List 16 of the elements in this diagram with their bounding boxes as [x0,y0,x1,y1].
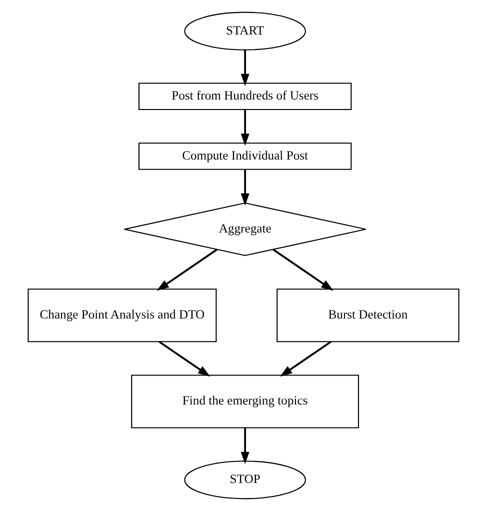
node-ellipse: START [184,12,306,50]
arrow [156,248,218,291]
node-ellipse: STOP [184,460,306,500]
arrow [240,50,250,86]
arrow [240,110,250,146]
arrow [240,428,250,464]
node-box: Post from Hundreds of Users [138,82,352,110]
arrow [280,340,332,377]
node-box: Compute Individual Post [138,142,352,170]
arrow [240,170,250,206]
node-diamond: Aggregate [124,202,366,256]
arrow [158,340,210,377]
node-box: Burst Detection [276,288,460,342]
arrow [272,248,334,291]
node-box: Change Point Analysis and DTO [28,288,217,342]
node-box: Find the emerging topics [131,374,360,428]
